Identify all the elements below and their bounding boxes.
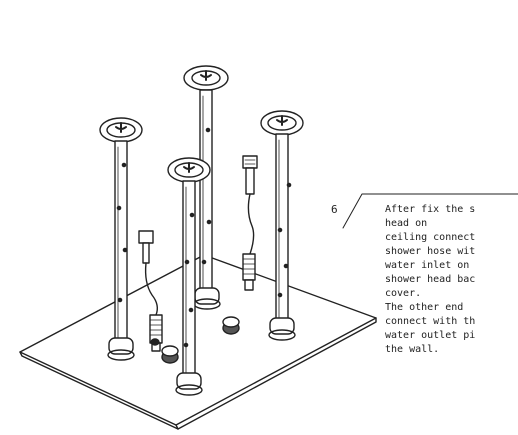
instruction-line: shower head bac <box>385 274 476 285</box>
instruction-line: water inlet on <box>385 260 470 271</box>
shower-head-front <box>167 157 211 396</box>
instruction-line: ceiling connect <box>385 232 476 243</box>
shower-hose-left <box>138 230 163 352</box>
instruction-line: cover. <box>385 288 422 299</box>
shower-head-back-right <box>260 110 304 341</box>
instruction-line: water outlet pi <box>385 330 476 341</box>
shower-head-back-center <box>183 65 229 310</box>
instruction-line: shower hose wit <box>385 246 476 257</box>
instruction-line: After fix the s <box>385 204 476 215</box>
fitting-nuts <box>150 316 240 364</box>
shower-hose-right <box>242 155 258 291</box>
step-instruction: After fix the s head on ceiling connect … <box>385 203 518 357</box>
instruction-line: head on <box>385 218 428 229</box>
instruction-line: connect with th <box>385 316 476 327</box>
step-number: 6 <box>331 203 338 216</box>
instruction-line: the wall. <box>385 344 440 355</box>
callout-leader <box>342 193 518 229</box>
ceiling-panel <box>19 254 377 430</box>
instruction-line: The other end <box>385 302 464 313</box>
shower-head-left <box>99 117 143 361</box>
